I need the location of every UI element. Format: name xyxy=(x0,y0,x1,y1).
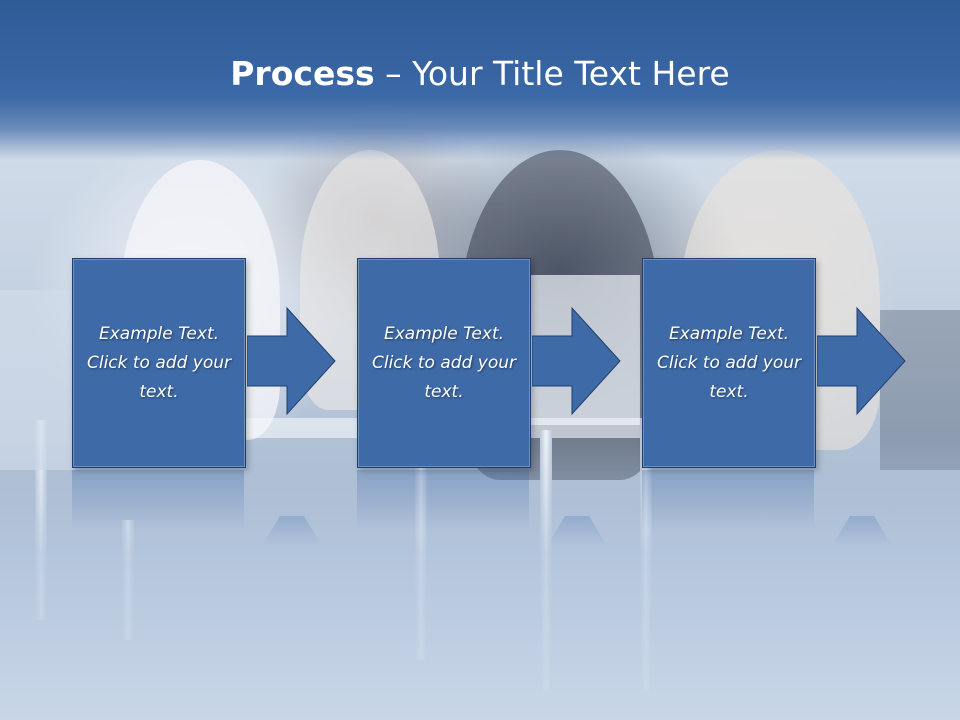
arrow-right-icon xyxy=(247,306,336,416)
box-reflection xyxy=(357,470,529,530)
process-step-2[interactable]: Example Text. Click to add your text. xyxy=(357,258,531,468)
step-text: Example Text. Click to add your text. xyxy=(371,323,516,402)
box-reflection xyxy=(642,470,814,530)
title-bold: Process xyxy=(230,54,375,93)
floor-haze xyxy=(0,440,960,720)
box-reflection xyxy=(72,470,244,530)
title-rest: – Your Title Text Here xyxy=(374,54,730,93)
process-step-3[interactable]: Example Text. Click to add your text. xyxy=(642,258,816,468)
arrow-right-icon xyxy=(532,306,621,416)
slide-title[interactable]: Process – Your Title Text Here xyxy=(0,52,960,96)
step-text: Example Text. Click to add your text. xyxy=(656,323,801,402)
process-step-1[interactable]: Example Text. Click to add your text. xyxy=(72,258,246,468)
header-bar xyxy=(0,0,960,160)
step-text: Example Text. Click to add your text. xyxy=(86,323,231,402)
arrow-right-icon xyxy=(817,306,906,416)
